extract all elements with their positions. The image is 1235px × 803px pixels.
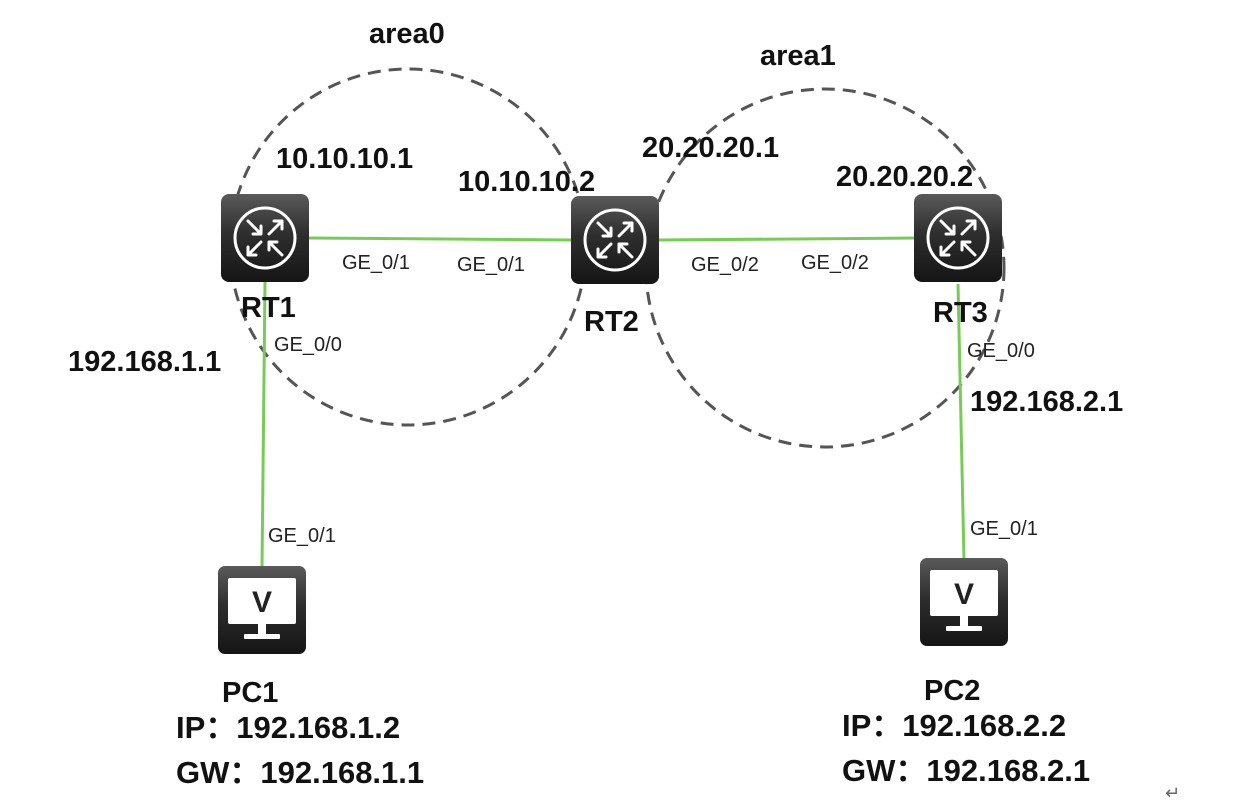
router-icon xyxy=(219,192,311,284)
router-icon xyxy=(912,192,1004,284)
link-rt1-pc1 xyxy=(260,281,267,569)
router-rt3[interactable] xyxy=(912,192,1004,284)
pc1-port: GE_0/1 xyxy=(268,525,336,547)
pc1-name: PC1 xyxy=(222,677,278,709)
pc2-ip-info: IP：192.168.2.2 xyxy=(842,708,1066,743)
rt3-wan-ip-label: 20.20.20.2 xyxy=(836,161,973,193)
rt3-name: RT3 xyxy=(933,297,988,329)
link-rt1-rt2 xyxy=(307,236,573,242)
rt1-port-to-rt2: GE_0/1 xyxy=(342,252,410,274)
router-rt2[interactable] xyxy=(569,194,661,286)
rt2-wan-ip-label-area1: 20.20.20.1 xyxy=(642,132,779,164)
link-rt2-rt3 xyxy=(658,236,916,242)
area1-boundary xyxy=(644,87,1006,449)
pc2-gw-info: GW：192.168.2.1 xyxy=(842,753,1090,788)
rt3-lan-ip-label: 192.168.2.1 xyxy=(970,386,1123,418)
rt2-wan-ip-label-area0: 10.10.10.2 xyxy=(458,166,595,198)
rt3-port-lan: GE_0/0 xyxy=(967,340,1035,362)
link-rt3-pc2 xyxy=(956,283,966,561)
rt1-name: RT1 xyxy=(241,292,296,324)
router-icon xyxy=(569,194,661,286)
pc2-device[interactable]: V xyxy=(920,558,1008,646)
router-rt1[interactable] xyxy=(219,192,311,284)
pc1-ip-info: IP：192.168.1.2 xyxy=(176,710,400,745)
pc1-gw-info: GW：192.168.1.1 xyxy=(176,755,424,790)
pc1-screen-letter: V xyxy=(252,586,272,619)
rt1-port-lan: GE_0/0 xyxy=(274,334,342,356)
pc2-screen-letter: V xyxy=(954,578,974,611)
rt2-port-to-rt1: GE_0/1 xyxy=(457,254,525,276)
area0-label: area0 xyxy=(369,18,445,50)
rt1-wan-ip-label: 10.10.10.1 xyxy=(276,143,413,175)
pc2-port: GE_0/1 xyxy=(970,518,1038,540)
return-mark-icon: ↵ xyxy=(1165,783,1180,803)
rt3-port-to-rt2: GE_0/2 xyxy=(801,252,869,274)
rt1-lan-ip-label: 192.168.1.1 xyxy=(68,346,221,378)
pc1-device[interactable]: V xyxy=(218,566,306,654)
rt2-name: RT2 xyxy=(584,306,639,338)
rt2-port-to-rt3: GE_0/2 xyxy=(691,254,759,276)
pc2-name: PC2 xyxy=(924,675,980,707)
area1-label: area1 xyxy=(760,40,836,72)
